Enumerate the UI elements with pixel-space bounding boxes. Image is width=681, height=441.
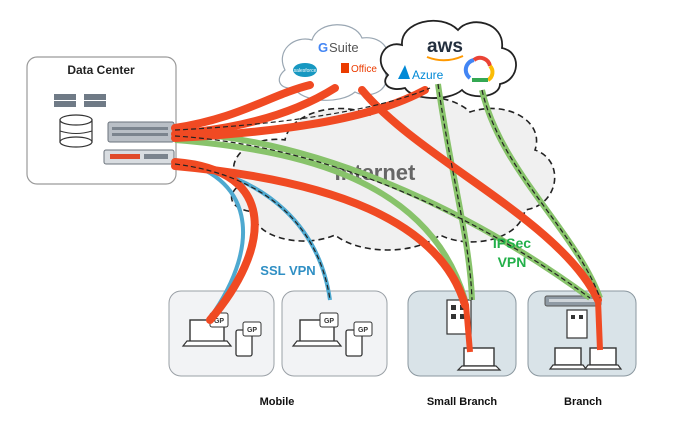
- aws-logo: aws: [427, 36, 463, 57]
- azure-label: Azure: [412, 68, 444, 82]
- small-branch-label: Small Branch: [427, 396, 498, 408]
- mobile-site-1: GP GP: [168, 290, 275, 377]
- azure-icon: [398, 65, 410, 79]
- red-link-branch-laptop: [595, 299, 603, 351]
- phone-icon: GP: [235, 321, 262, 357]
- svg-text:GP: GP: [358, 327, 368, 334]
- branch-site: [527, 290, 637, 377]
- ipsec-label-line1: IPSec: [493, 235, 531, 251]
- office-icon: [341, 63, 349, 73]
- ipsec-tunnel-3: [174, 137, 468, 301]
- data-center: Data Center: [26, 56, 177, 185]
- data-center-title: Data Center: [67, 63, 135, 77]
- red-link-smallbranch-laptop: [463, 304, 473, 353]
- svg-text:GP: GP: [214, 318, 224, 325]
- laptop-icon: [583, 347, 623, 370]
- saas-cloud: G Suite salesforce Office: [278, 24, 390, 101]
- ipsec-label-line2: VPN: [498, 254, 527, 270]
- red-link-dc-saas-1: [171, 81, 314, 132]
- ssl-vpn-label: SSL VPN: [260, 263, 315, 278]
- public-cloud: aws Azure: [380, 19, 517, 99]
- database-icon: [59, 114, 93, 148]
- branch-label: Branch: [564, 396, 602, 408]
- globalprotect-badge: GP: [319, 312, 339, 328]
- salesforce-logo: [293, 63, 317, 77]
- building-icon: [566, 309, 588, 339]
- gateway-appliance-icon: [103, 149, 175, 165]
- red-link-saas-branch: [358, 86, 602, 304]
- svg-text:GP: GP: [247, 327, 257, 334]
- red-link-dc-saas-2: [171, 84, 339, 138]
- ipsec-tunnel-1: [174, 129, 592, 301]
- svg-text:GP: GP: [324, 318, 334, 325]
- laptop-icon: [456, 347, 502, 371]
- server-rack-icon: [54, 94, 106, 107]
- salesforce-label: salesforce: [294, 68, 317, 74]
- mobile-site-2: GP GP: [281, 290, 388, 377]
- dashed-paths: [174, 83, 601, 301]
- gsuite-label: Suite: [329, 40, 359, 55]
- google-cloud-icon: [463, 55, 495, 82]
- laptop-icon: [548, 347, 588, 370]
- internet-cloud: Internet: [230, 95, 556, 251]
- mobile-label: Mobile: [260, 396, 295, 408]
- aws-smile-icon: [426, 55, 464, 62]
- firewall-appliance-icon: [107, 121, 175, 143]
- gsuite-g-logo: G: [318, 40, 328, 55]
- red-link-dc-smallbranch: [171, 162, 469, 309]
- office-label: Office: [351, 64, 377, 75]
- internet-links: [171, 81, 603, 353]
- red-link-dc-cloud: [171, 86, 429, 142]
- phone-icon: GP: [345, 321, 373, 357]
